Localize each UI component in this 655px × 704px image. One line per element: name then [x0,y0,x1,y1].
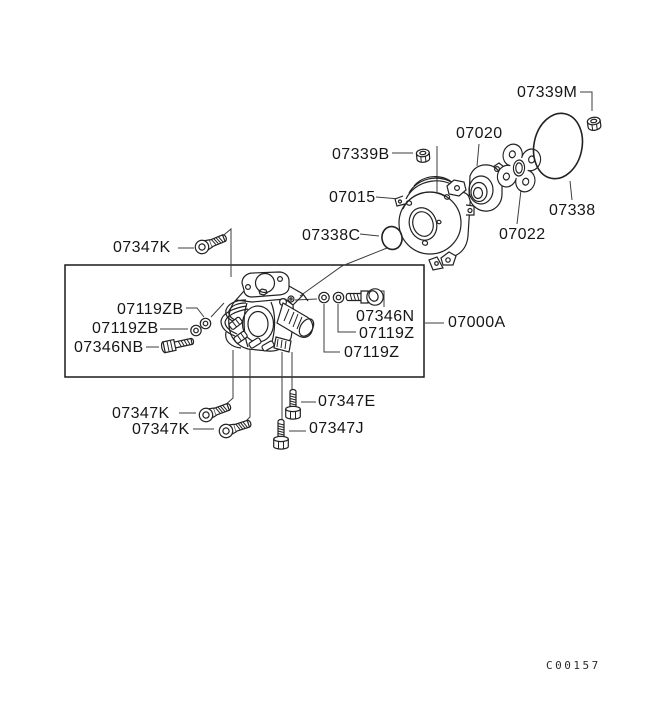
figure-code: C00157 [546,659,601,672]
pump-assembly-box [64,264,425,378]
injection-pump-drawing [220,271,315,353]
part-label-07000A: 07000A [448,314,506,331]
leader-07020 [476,143,480,167]
nut-07339B-drawing [415,148,431,164]
leader-07347K-b1 [222,350,234,408]
leader-07119Z-1 [337,304,356,333]
pump-cover-drawing [394,176,475,271]
bolt-07347K-top-drawing [192,230,230,257]
part-label-07022: 07022 [499,226,546,243]
part-label-07346NB: 07346NB [74,339,144,356]
leader-07338 [569,180,573,201]
leader-07338C [299,233,388,297]
part-label-07347K-2: 07347K [112,405,170,422]
hub-drawing [468,162,505,212]
part-label-07020: 07020 [456,125,503,142]
bolt-07347K-bottom2-drawing [216,416,254,441]
leader-07119Z-2 [323,304,340,353]
part-label-07119ZB-2: 07119ZB [92,320,159,337]
part-label-07346N: 07346N [356,308,415,325]
washer-07119ZB-1-drawing [199,317,212,330]
part-label-07347K-1: 07347K [113,239,171,256]
leader-07119ZB-1 [186,302,225,318]
part-label-07015: 07015 [329,189,376,206]
washer-07119ZB-2-drawing [190,324,202,337]
part-label-07119Z-1: 07119Z [359,325,415,342]
bolt-07347K-bottom1-drawing [196,399,234,425]
bolt-07346N-drawing [345,288,384,306]
part-label-07347K-3: 07347K [132,421,190,438]
leader-07339B [392,146,438,192]
part-label-07339M: 07339M [517,84,578,101]
washer-07119Z-2-drawing [318,291,330,304]
leader-07347K-b2 [243,340,251,424]
o-ring-large-drawing [532,112,584,180]
bolt-07346NB-drawing [160,335,196,354]
part-label-07338C: 07338C [302,227,361,244]
bolt-07347J-drawing [273,418,289,450]
o-ring-small-drawing [381,225,403,251]
leader-07022 [516,189,522,225]
part-label-07347J: 07347J [309,420,364,437]
part-label-07119ZB-1: 07119ZB [117,301,184,318]
leader-07339M [580,91,593,111]
part-label-07339B: 07339B [332,146,390,163]
coupling-drawing [496,143,542,193]
leader-lines [146,91,593,432]
washer-07119Z-1-drawing [332,291,345,304]
nut-07339M-drawing [586,115,602,132]
bolt-07347E-drawing [285,388,301,420]
part-label-07347E: 07347E [318,393,376,410]
part-label-07119Z-2: 07119Z [344,344,400,361]
part-label-07338: 07338 [549,202,596,219]
